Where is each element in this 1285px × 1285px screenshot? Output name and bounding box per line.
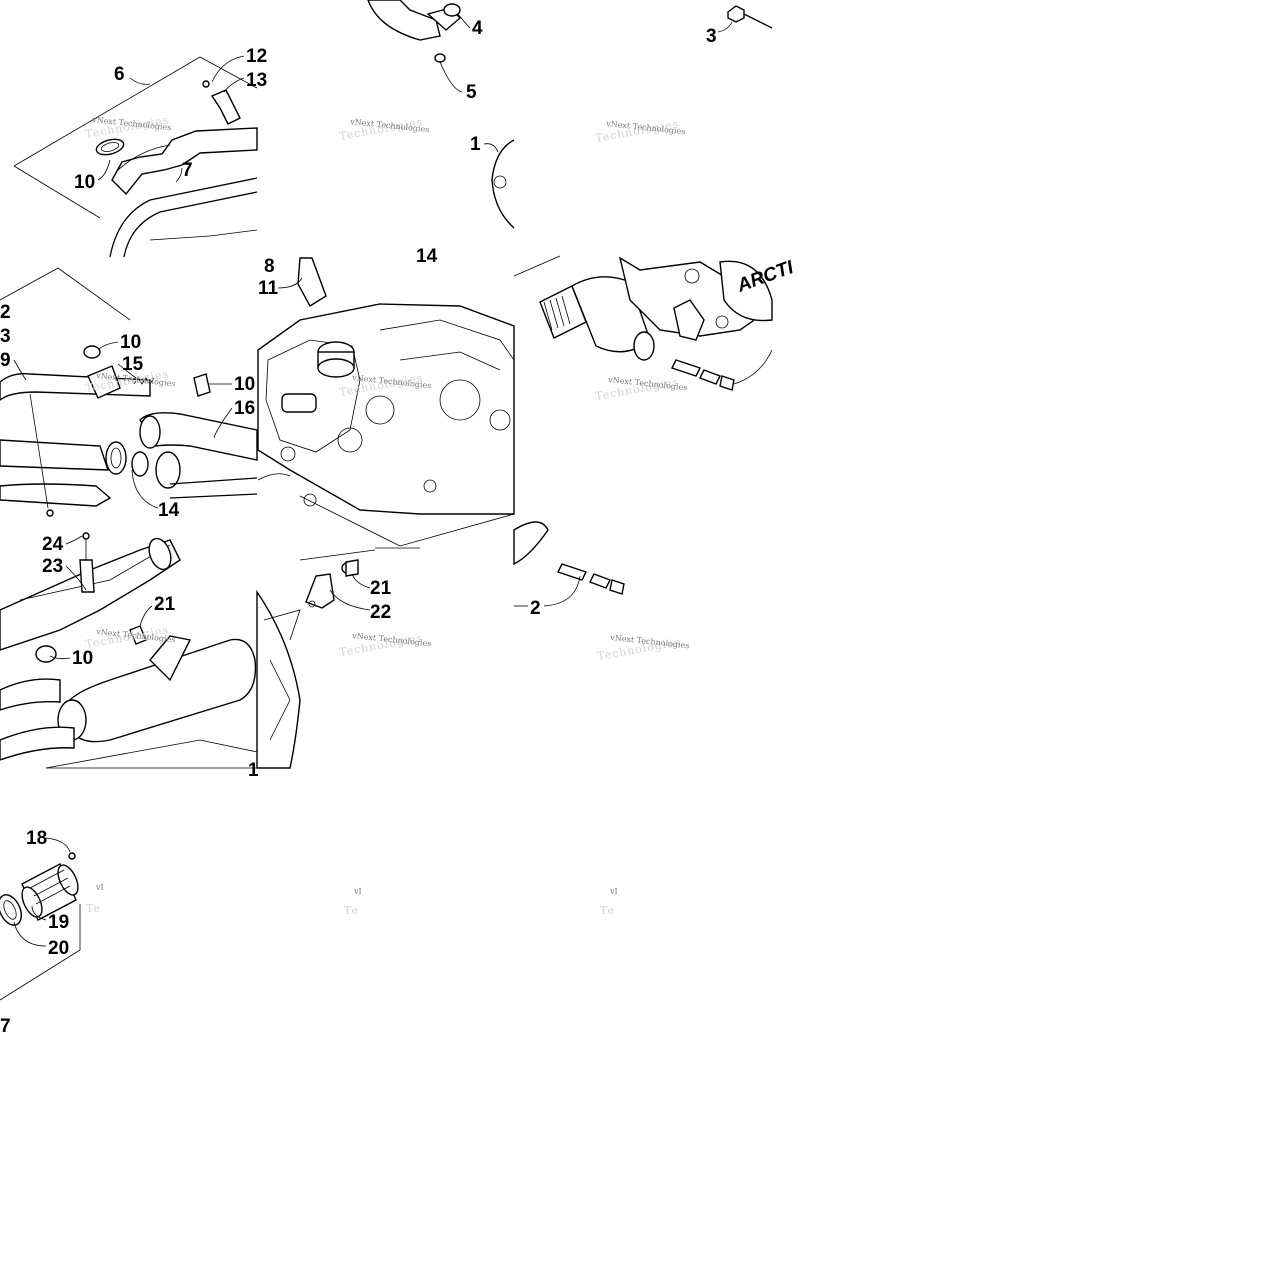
callout-10-low: 10: [72, 648, 93, 669]
callout-14-top: 14: [416, 246, 438, 267]
callout-24: 24: [42, 534, 64, 555]
tile-mid-pipe: [0, 267, 258, 517]
callout-4: 4: [472, 18, 483, 39]
watermark-partial: vI: [95, 883, 104, 892]
callout-15: 15: [122, 354, 144, 375]
tile-spark-arrestor: [0, 837, 81, 1001]
watermark-partial: vI: [609, 887, 618, 896]
callout-2-right: 2: [530, 598, 541, 619]
watermark-partial-faded: Te: [86, 902, 101, 915]
callout-7: 7: [182, 160, 193, 181]
callout-9: 9: [0, 350, 11, 371]
tile-bracket: [299, 549, 376, 611]
callout-5: 5: [466, 82, 477, 103]
callout-6: 6: [114, 64, 125, 85]
tile-starter: ARCTI: [513, 255, 797, 391]
callout-11: 11: [258, 278, 279, 299]
watermark-partial-faded: Te: [600, 904, 615, 917]
tile-engine: [257, 257, 515, 549]
callout-3: 3: [706, 26, 717, 47]
tile-muffler: [0, 532, 301, 769]
tile-flange-clamp: [367, 0, 515, 229]
callout-14: 14: [158, 500, 180, 521]
callout-20: 20: [48, 938, 69, 959]
callout-10-mid: 10: [120, 332, 141, 353]
callout-1-low: 1: [248, 760, 259, 781]
watermark-partial: vI: [353, 887, 362, 896]
tile-bolt: [513, 521, 625, 607]
tile-head-pipe: [13, 55, 258, 258]
callout-13: 13: [246, 70, 267, 91]
callout-22: 22: [370, 602, 391, 623]
callout-7-low: 7: [0, 1016, 11, 1037]
callout-3-left: 3: [0, 326, 11, 347]
callout-19: 19: [48, 912, 69, 933]
callout-16: 16: [234, 398, 255, 419]
watermark-partial-faded: Te: [344, 904, 359, 917]
callout-10-right: 10: [234, 374, 255, 395]
callout-18: 18: [26, 828, 47, 849]
callout-8: 8: [264, 256, 275, 277]
callout-21-right: 21: [370, 578, 392, 599]
callout-12: 12: [246, 46, 267, 67]
callout-1: 1: [470, 134, 481, 155]
callout-2: 2: [0, 302, 11, 323]
tile-nut: [717, 5, 773, 33]
callout-23: 23: [42, 556, 63, 577]
callout-21: 21: [154, 594, 176, 615]
callout-10: 10: [74, 172, 95, 193]
